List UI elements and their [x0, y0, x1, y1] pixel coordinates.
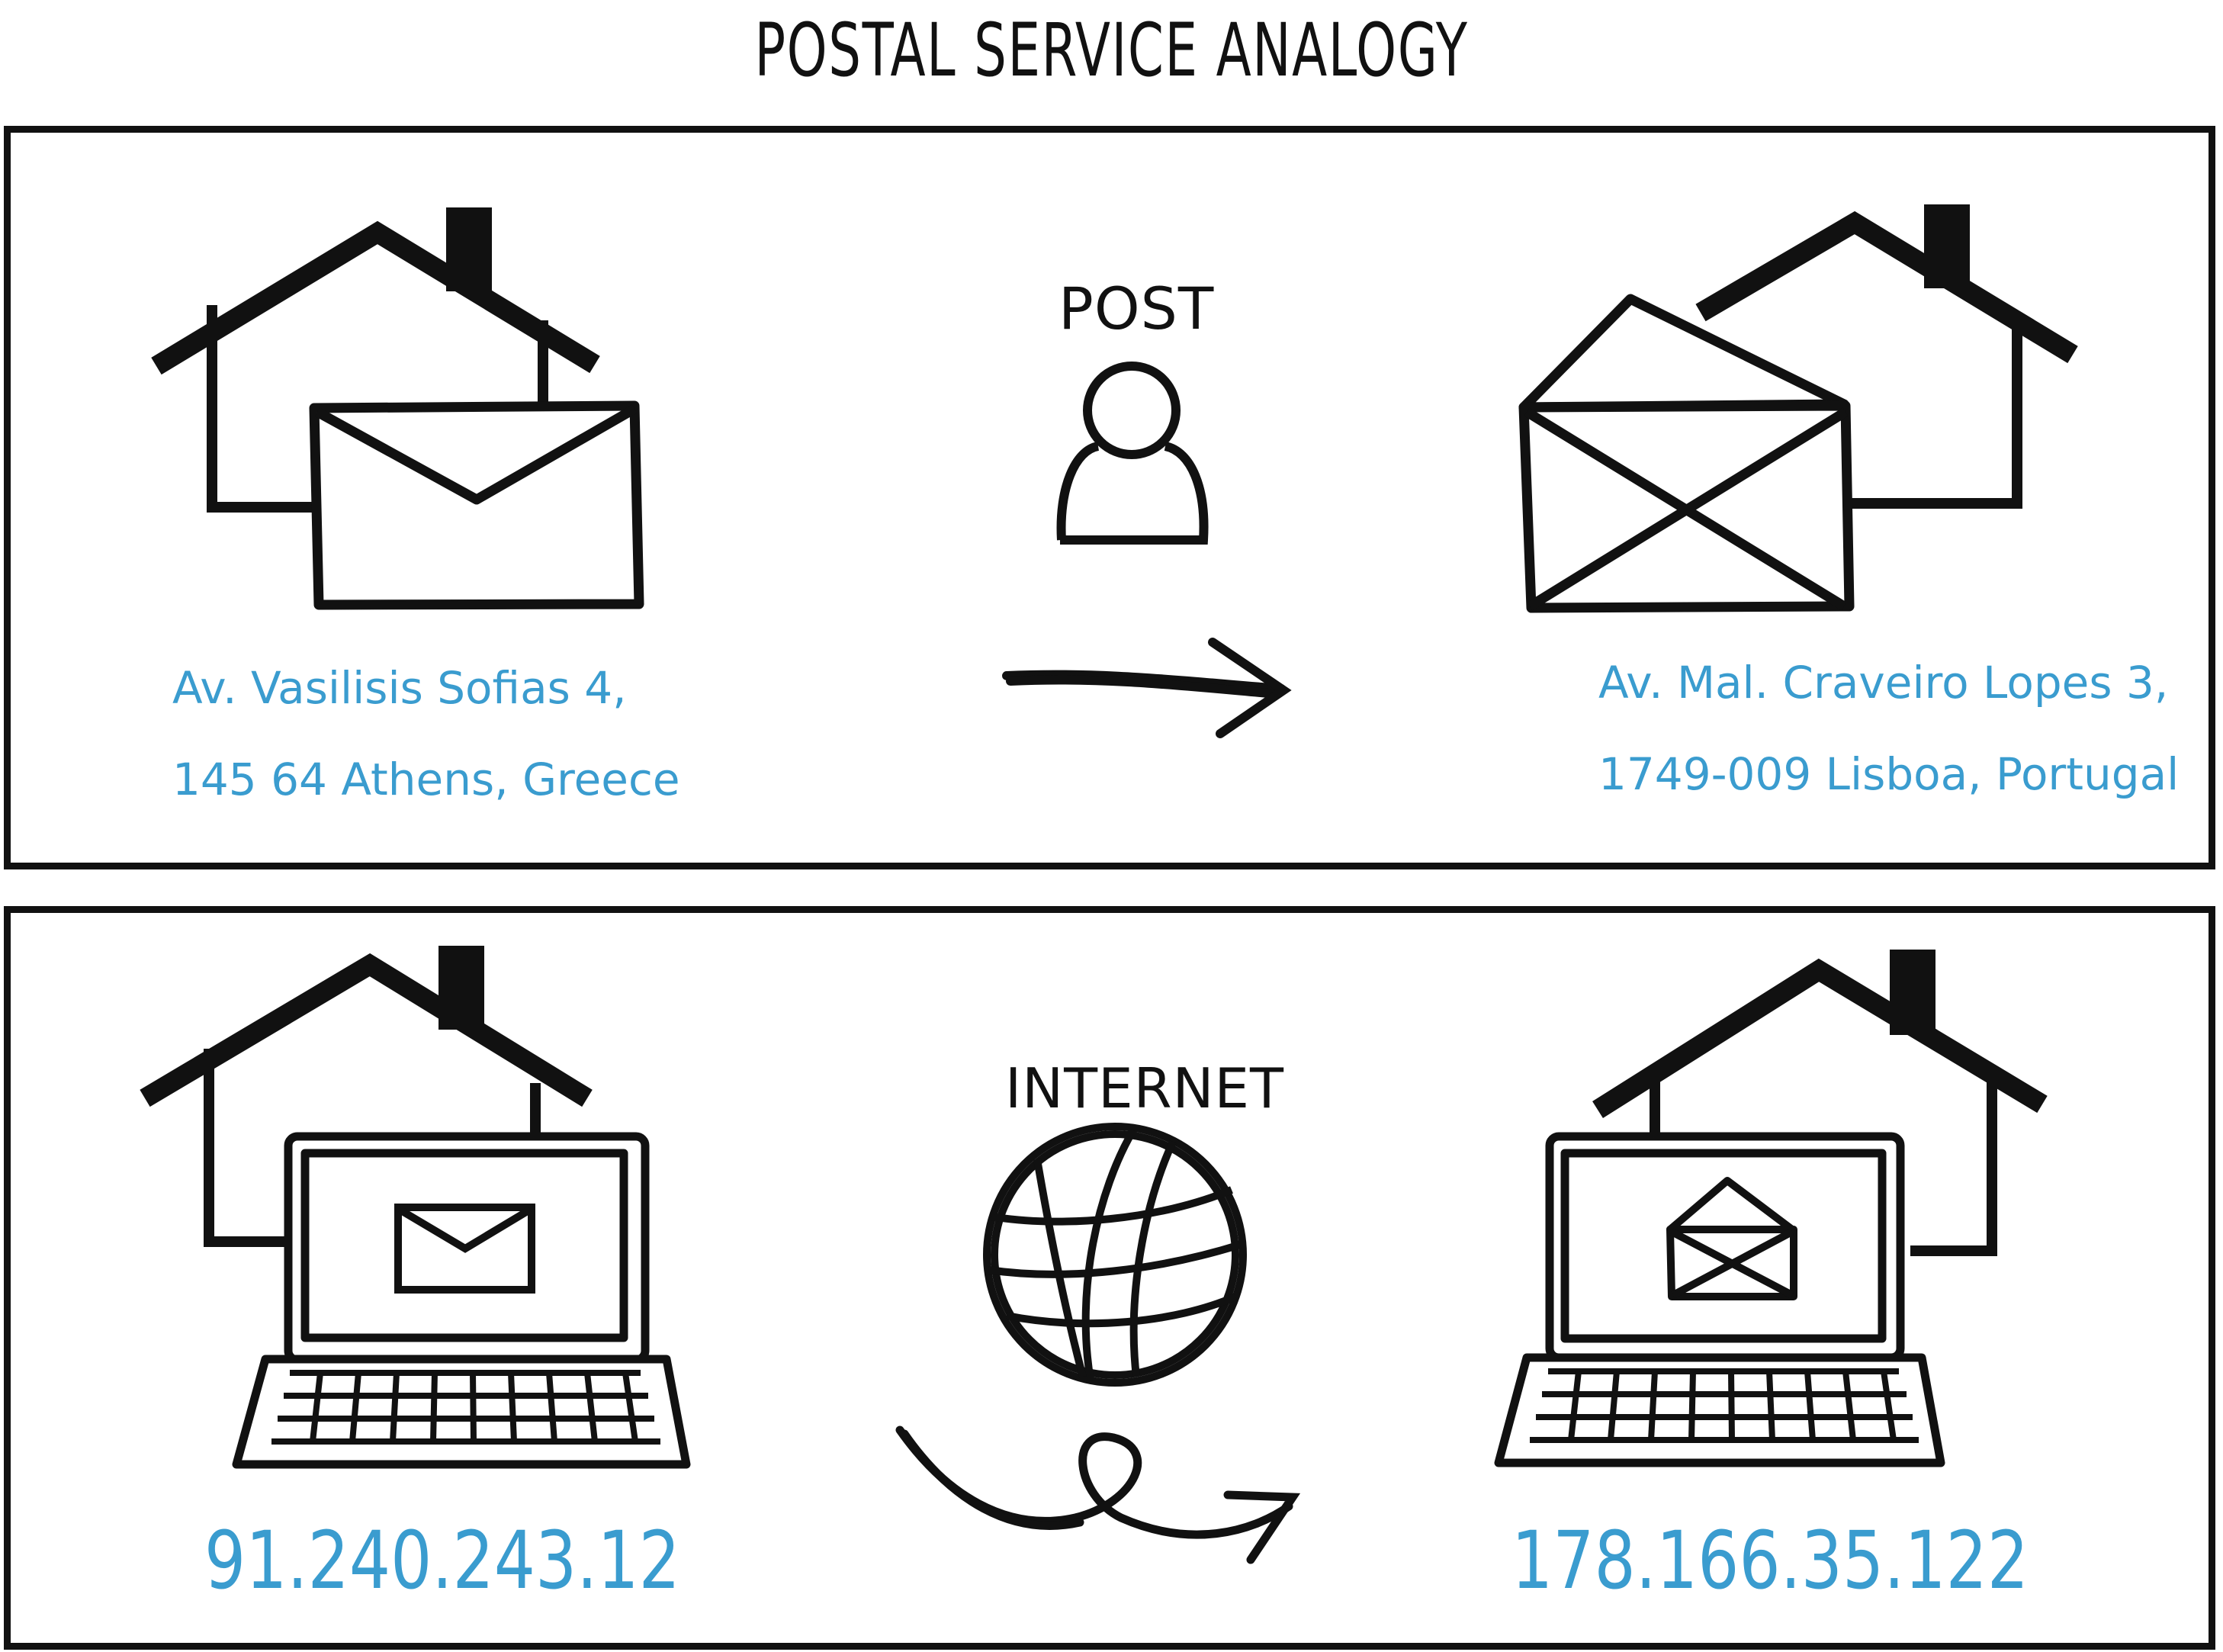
open-envelope-icon	[1518, 294, 1855, 613]
straight-arrow-icon	[1002, 638, 1292, 738]
recipient-address-line-1: Av. Mal. Craveiro Lopes 3,	[1598, 657, 2169, 709]
recipient-address: Av. Mal. Craveiro Lopes 3, 1749-009 Lisb…	[1598, 637, 2179, 820]
sender-address: Av. Vasilisis Sofias 4, 145 64 Athens, G…	[172, 642, 680, 825]
laptop-closed-envelope-icon	[394, 1204, 535, 1294]
postman-icon	[1056, 362, 1209, 545]
recipient-house-icon	[1592, 950, 2048, 1256]
sender-ip-address: 91.240.243.12	[204, 1514, 680, 1607]
laptop-open-envelope-icon	[1666, 1177, 1797, 1300]
sender-house-icon	[140, 946, 593, 1247]
sender-address-line-2: 145 64 Athens, Greece	[172, 754, 680, 805]
post-label: POST	[1058, 275, 1215, 342]
recipient-address-line-2: 1749-009 Lisboa, Portugal	[1598, 748, 2180, 800]
recipient-house-icon	[1695, 204, 2078, 509]
globe-icon	[983, 1123, 1247, 1387]
sender-address-line-1: Av. Vasilisis Sofias 4,	[172, 662, 627, 714]
diagram-title: POSTAL SERVICE ANALOGY	[754, 8, 1469, 93]
internet-label: INTERNET	[1005, 1056, 1284, 1120]
curly-arrow-icon	[895, 1425, 1301, 1564]
sender-house-icon	[151, 207, 600, 513]
recipient-ip-address: 178.166.35.122	[1511, 1514, 2029, 1607]
closed-envelope-icon	[309, 400, 644, 610]
sender-laptop-icon	[232, 1132, 691, 1469]
